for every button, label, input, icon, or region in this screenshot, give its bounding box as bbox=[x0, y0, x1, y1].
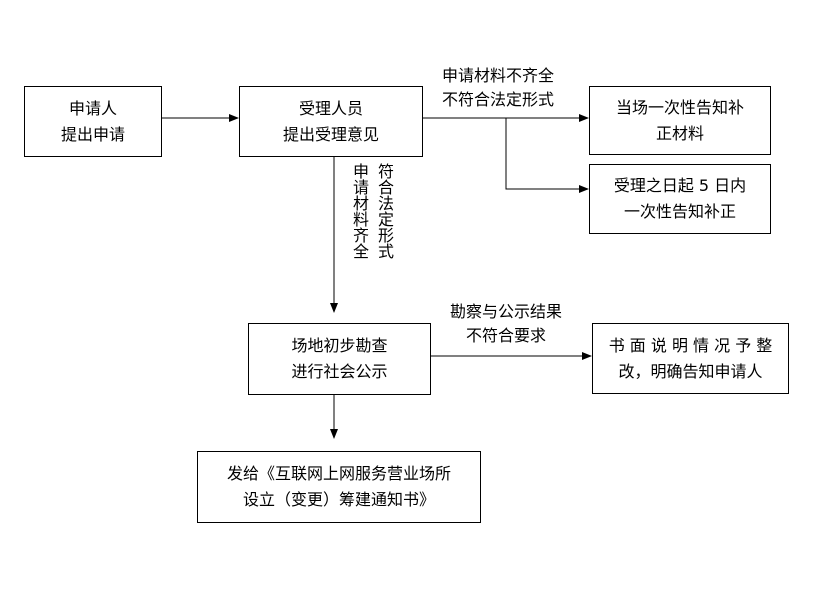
box-accept-line1: 受理人员 bbox=[298, 98, 363, 118]
box-inspect-line1: 场地初步勘查 bbox=[291, 336, 388, 355]
label-inspect-fail-line2: 不符合要求 bbox=[465, 326, 546, 345]
label-incomplete-line1: 申请材料不齐全 bbox=[441, 66, 554, 85]
arrow-accept-to-notify-5days bbox=[505, 118, 589, 193]
box-notify-once-line1: 当场一次性告知补 bbox=[615, 97, 744, 117]
box-notify-5days-line1: 受理之日起 5 日内 bbox=[613, 176, 747, 195]
box-issue-line2: 设立（变更）筹建通知书》 bbox=[242, 490, 435, 509]
box-apply: 申请人 提出申请 bbox=[24, 86, 162, 157]
box-accept: 受理人员 提出受理意见 bbox=[239, 86, 423, 157]
label-inspect-fail: 勘察与公示结果 不符合要求 bbox=[436, 300, 576, 348]
box-apply-line1: 申请人 bbox=[68, 98, 117, 118]
label-incomplete: 申请材料不齐全 不符合法定形式 bbox=[428, 64, 568, 112]
box-inspect: 场地初步勘查 进行社会公示 bbox=[248, 323, 431, 395]
box-accept-line2: 提出受理意见 bbox=[282, 124, 379, 144]
box-notify-5days: 受理之日起 5 日内 一次性告知补正 bbox=[589, 164, 771, 234]
box-apply-line2: 提出申请 bbox=[60, 124, 125, 144]
box-notify-once: 当场一次性告知补 正材料 bbox=[589, 86, 771, 155]
box-inspect-line2: 进行社会公示 bbox=[291, 362, 388, 381]
label-inspect-fail-line1: 勘察与公示结果 bbox=[449, 302, 562, 321]
label-complete-col2: 符合法定形式 bbox=[375, 163, 394, 259]
box-explain: 书 面 说 明 情 况 予 整 改，明确告知申请人 bbox=[592, 323, 789, 394]
box-explain-line1: 书 面 说 明 情 况 予 整 bbox=[608, 335, 773, 355]
label-complete-col1: 申请材料齐全 bbox=[350, 163, 369, 259]
label-incomplete-line2: 不符合法定形式 bbox=[441, 90, 554, 109]
box-issue: 发给《互联网上网服务营业场所 设立（变更）筹建通知书》 bbox=[197, 451, 481, 523]
box-explain-line2: 改，明确告知申请人 bbox=[618, 361, 763, 381]
box-notify-once-line2: 正材料 bbox=[655, 123, 704, 143]
box-notify-5days-line2: 一次性告知补正 bbox=[623, 202, 736, 221]
box-issue-line1: 发给《互联网上网服务营业场所 bbox=[226, 464, 451, 483]
